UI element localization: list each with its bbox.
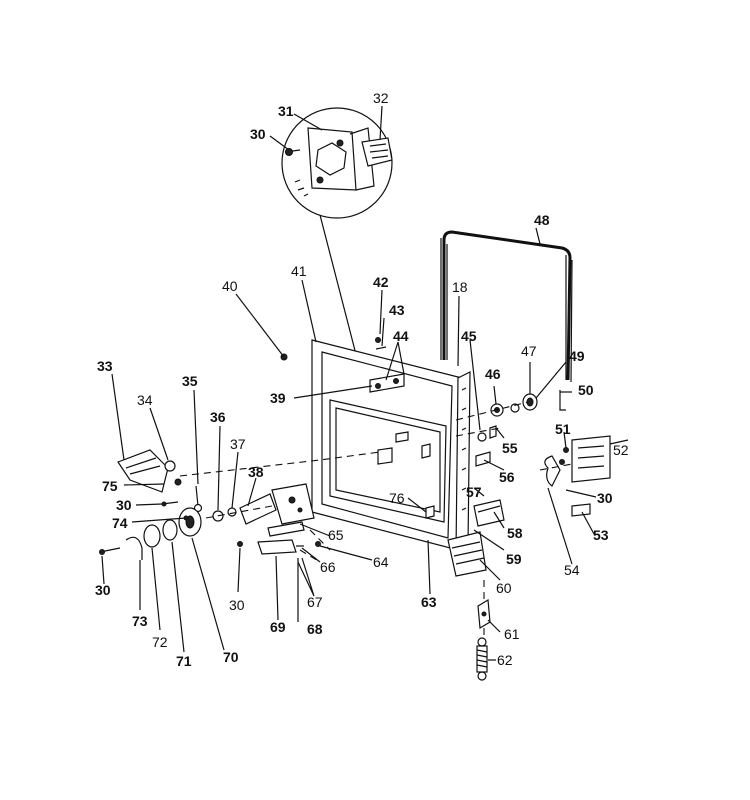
callout: 47 — [521, 343, 537, 359]
callout: 74 — [112, 515, 128, 531]
callout: 42 — [373, 274, 389, 290]
callout: 44 — [393, 328, 409, 344]
callout: 32 — [373, 90, 389, 106]
assembly-lines — [179, 401, 573, 640]
callout: 33 — [97, 358, 113, 374]
door-gasket — [440, 230, 573, 383]
callout: 58 — [507, 525, 523, 541]
callout: 41 — [291, 263, 307, 279]
callout: 73 — [132, 613, 148, 629]
callout: 70 — [223, 649, 239, 665]
callout: 52 — [613, 442, 629, 458]
callout: 57 — [466, 484, 482, 500]
callout: 72 — [152, 634, 168, 650]
callout: 48 — [534, 212, 550, 228]
callout: 68 — [307, 621, 323, 637]
callout: 53 — [593, 527, 609, 543]
callout: 30 — [250, 126, 266, 142]
callout: 64 — [373, 554, 389, 570]
callout: 31 — [278, 103, 294, 119]
inner-door-panel — [311, 339, 487, 577]
right-side-parts — [473, 390, 611, 681]
callout: 43 — [389, 302, 405, 318]
callout: 35 — [182, 373, 198, 389]
callout: 59 — [506, 551, 522, 567]
callout: 65 — [328, 527, 344, 543]
callout: 60 — [496, 580, 512, 596]
callout: 45 — [461, 328, 477, 344]
callout: 46 — [485, 366, 501, 382]
left-side-parts — [99, 337, 387, 560]
callout: 49 — [569, 348, 585, 364]
callout-labels: 30 31 32 48 40 41 42 18 43 44 45 47 49 4… — [95, 90, 629, 669]
callout: 30 — [116, 497, 132, 513]
callout: 18 — [452, 279, 468, 295]
callout: 75 — [102, 478, 118, 494]
callout: 76 — [389, 490, 405, 506]
callout: 54 — [564, 562, 580, 578]
callout: 40 — [222, 278, 238, 294]
callout: 50 — [578, 382, 594, 398]
callout: 56 — [499, 469, 515, 485]
callout: 30 — [597, 490, 613, 506]
callout: 30 — [95, 582, 111, 598]
callout: 37 — [230, 436, 246, 452]
callout: 67 — [307, 594, 323, 610]
detail-inset — [281, 107, 393, 219]
callout: 38 — [248, 464, 264, 480]
callout: 39 — [270, 390, 286, 406]
callout: 63 — [421, 594, 437, 610]
callout: 66 — [320, 559, 336, 575]
callout: 51 — [555, 421, 571, 437]
callout: 71 — [176, 653, 192, 669]
leader-lines — [101, 105, 629, 661]
callout: 62 — [497, 652, 513, 668]
callout: 36 — [210, 409, 226, 425]
callout: 30 — [229, 597, 245, 613]
callout: 61 — [504, 626, 520, 642]
callout: 55 — [502, 440, 518, 456]
callout: 34 — [137, 392, 153, 408]
callout: 69 — [270, 619, 286, 635]
